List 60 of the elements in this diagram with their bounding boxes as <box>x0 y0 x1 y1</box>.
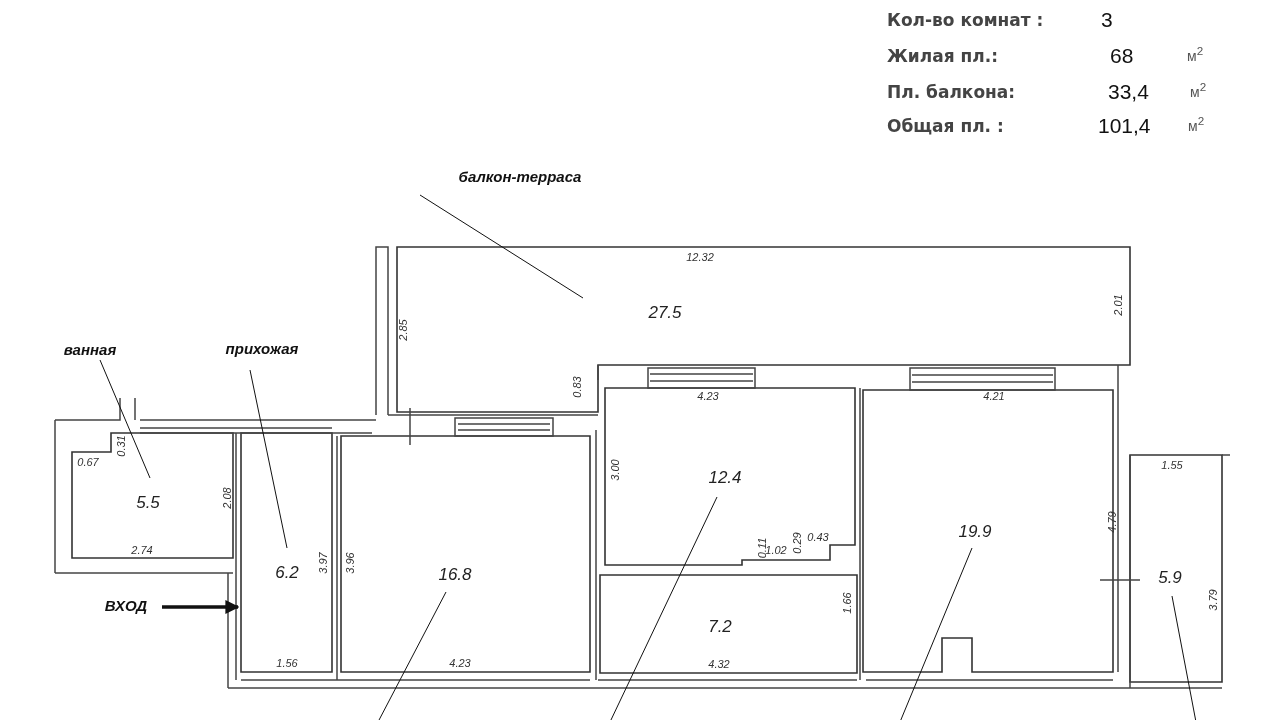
room-area-label: 16.8 <box>438 565 472 585</box>
leader-line <box>99 359 151 479</box>
leader-line <box>377 591 447 720</box>
dimension-label: 2.08 <box>221 487 233 509</box>
summary-value: 101,4 <box>1098 114 1151 138</box>
leader-line <box>1171 595 1197 720</box>
dimension-label: 4.23 <box>449 657 471 669</box>
room-outline <box>397 247 1130 415</box>
dimension-label: 0.83 <box>571 376 583 398</box>
dimension-label: 1.55 <box>1161 459 1183 471</box>
room-outline <box>605 388 855 565</box>
dimension-label: 3.96 <box>344 552 356 574</box>
leader-line <box>419 194 584 299</box>
room-outline <box>72 433 233 558</box>
room-area-label: 27.5 <box>648 303 682 323</box>
room-name-label: ВХОД <box>104 596 148 614</box>
unit-label: м$^{2}$ <box>1188 114 1205 134</box>
leader-line <box>249 369 288 549</box>
room-outline <box>1130 455 1222 682</box>
arrow <box>162 600 240 614</box>
room-outline <box>600 575 857 673</box>
summary-value: 33,4 <box>1108 80 1149 104</box>
dimension-label: 4.32 <box>708 658 730 670</box>
dimension-label: 4.23 <box>697 390 719 402</box>
dimension-label: 1.56 <box>276 657 298 669</box>
unit-label: м$^{2}$ <box>1187 44 1204 64</box>
room-name-label: балкон-терраса <box>458 167 582 185</box>
dimension-label: 4.79 <box>1106 511 1118 533</box>
summary-label: Общая пл. : <box>887 116 1004 136</box>
room-area-label: 7.2 <box>708 617 732 637</box>
room-area-label: 12.4 <box>708 468 742 488</box>
room-area-label: 6.2 <box>275 563 299 583</box>
room-name-label: ванная <box>63 340 117 358</box>
dimension-label: 1.66 <box>841 592 853 614</box>
dimension-label: 3.97 <box>317 552 329 574</box>
summary-label: Жилая пл.: <box>887 46 998 66</box>
summary-value: 3 <box>1101 8 1113 32</box>
dimension-label: 0.29 <box>791 532 803 554</box>
room-area-label: 5.5 <box>136 493 160 513</box>
dimension-label: 2.01 <box>1112 294 1124 316</box>
room-area-label: 19.9 <box>958 522 992 542</box>
room-outline <box>241 433 332 672</box>
room-outline <box>341 436 590 672</box>
dimension-label: 2.85 <box>397 319 409 341</box>
dimension-label: 0.31 <box>115 435 127 457</box>
dimension-label: 2.74 <box>131 544 153 556</box>
room-name-label: прихожая <box>225 339 299 357</box>
summary-label: Кол-во комнат : <box>887 10 1044 30</box>
dimension-label: 3.79 <box>1207 589 1219 611</box>
leader-line <box>609 496 718 720</box>
dimension-label: 0.67 <box>77 456 99 468</box>
summary-label: Пл. балкона: <box>887 82 1016 102</box>
summary-value: 68 <box>1110 44 1134 68</box>
dimension-label: 1.02 <box>765 544 787 556</box>
dimension-label: 12.32 <box>686 251 714 263</box>
room-area-label: 5.9 <box>1158 568 1182 588</box>
unit-label: м$^{2}$ <box>1190 80 1207 100</box>
dimension-label: 3.00 <box>609 459 621 481</box>
dimension-label: 4.21 <box>983 390 1005 402</box>
dimension-label: 0.43 <box>807 531 829 543</box>
